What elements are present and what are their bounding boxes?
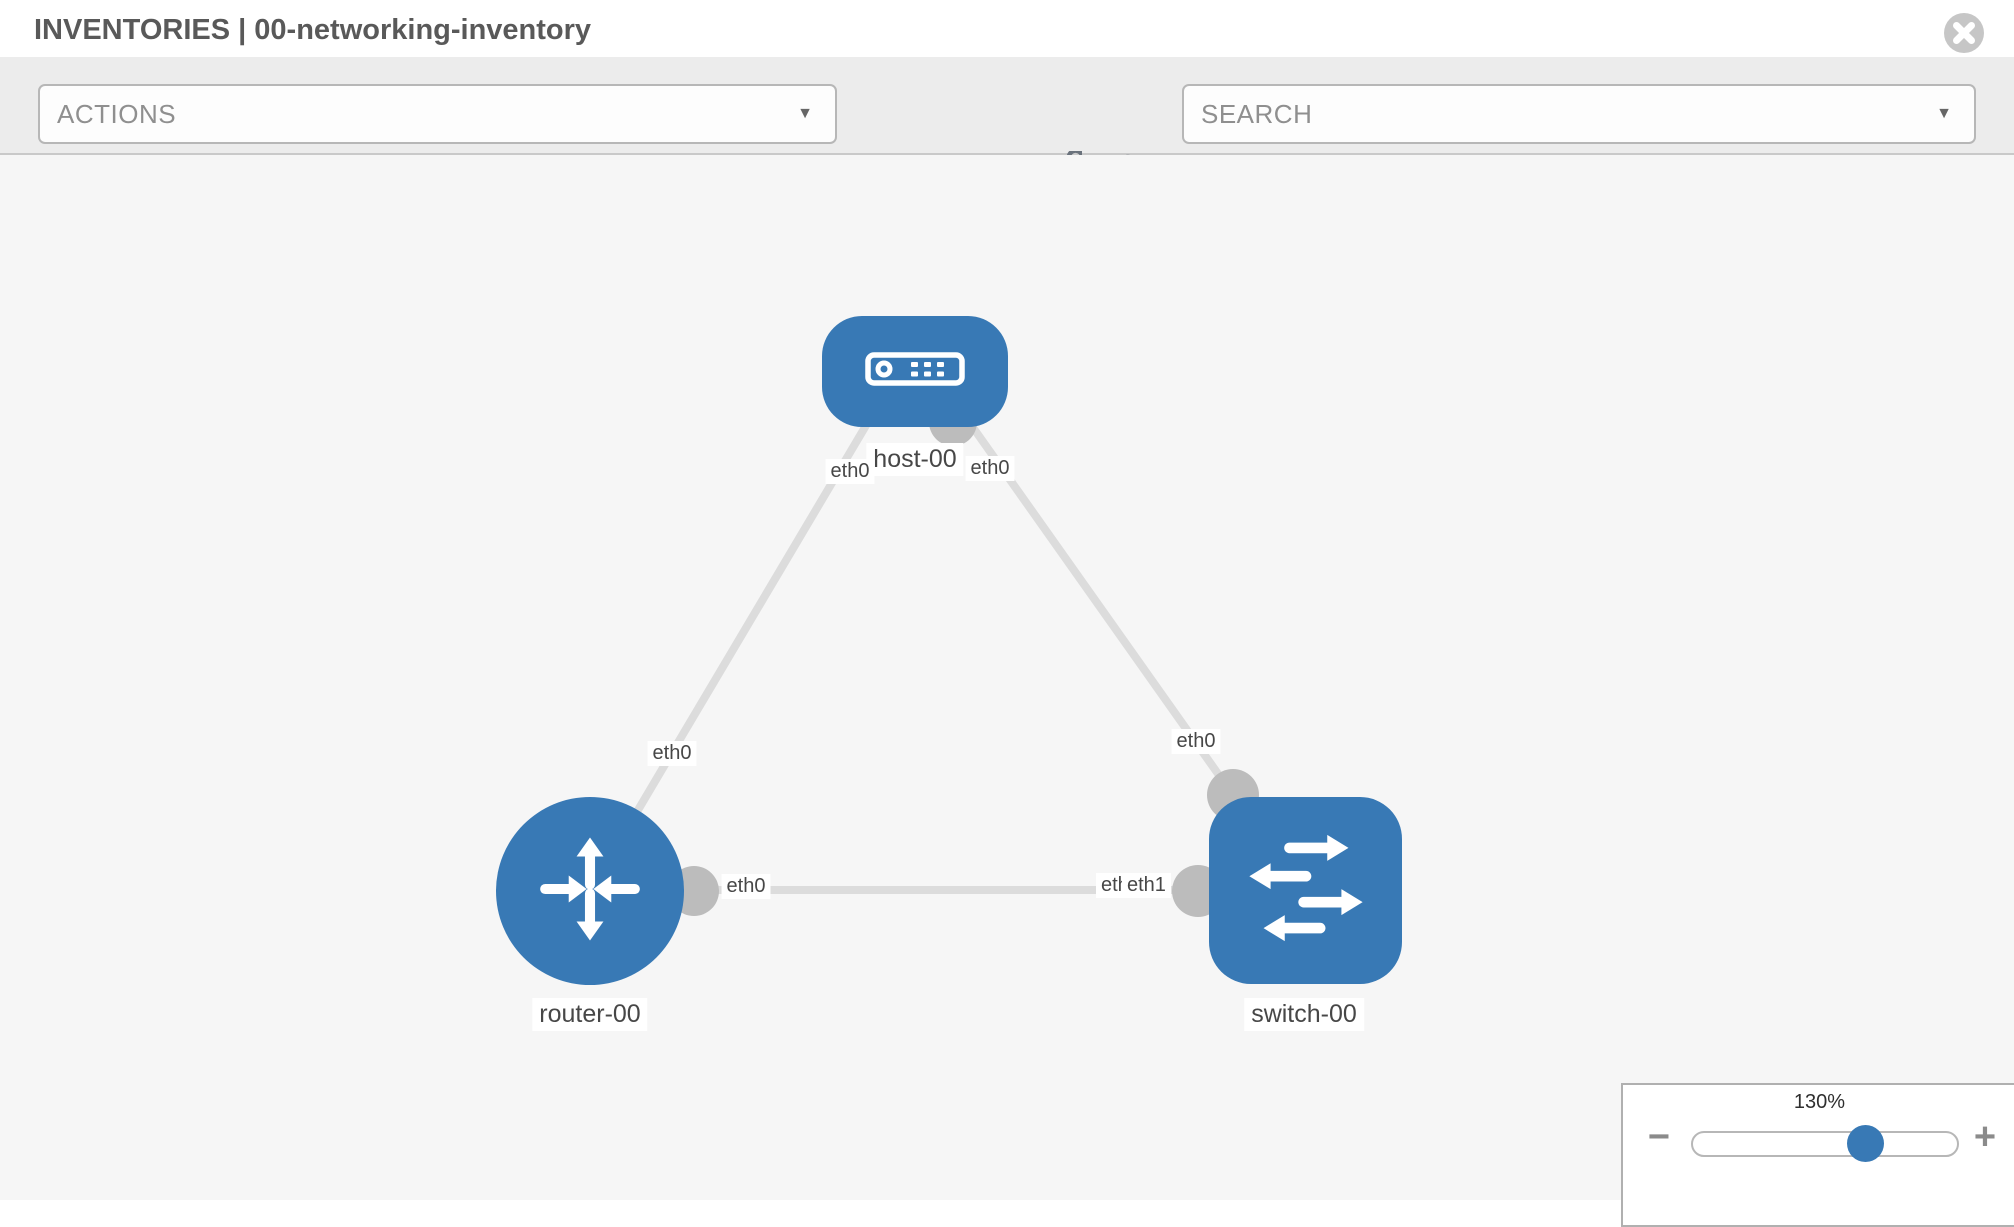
toolbar: ACTIONS ▼ SEARCH ▼ xyxy=(0,57,2014,185)
interface-label-router-eth0-to-switch: eth0 xyxy=(721,874,771,899)
chevron-down-icon: ▼ xyxy=(797,105,813,122)
links-layer xyxy=(586,382,1259,917)
chevron-down-icon: ▼ xyxy=(1936,105,1952,122)
close-button[interactable] xyxy=(1943,12,1985,54)
interface-label-host-eth0-to-router: eth0 xyxy=(825,459,875,484)
node-host-00[interactable] xyxy=(822,316,1008,427)
interface-label-switch-eth0-to-host: eth0 xyxy=(1171,729,1221,754)
close-icon xyxy=(1943,13,1985,57)
node-label-router-00: router-00 xyxy=(532,998,648,1031)
router-icon xyxy=(534,833,646,950)
interface-label-router-eth0-to-host: eth0 xyxy=(647,741,697,766)
node-switch-00[interactable] xyxy=(1209,797,1402,984)
header: INVENTORIES | 00-networking-inventory xyxy=(0,0,2014,57)
zoom-panel: 130% − + xyxy=(1621,1083,2014,1227)
interface-label-switch-eth1-to-router: eth1 xyxy=(1122,873,1171,898)
page-title: INVENTORIES | 00-networking-inventory xyxy=(34,14,592,46)
search-dropdown[interactable]: SEARCH ▼ xyxy=(1182,84,1976,144)
zoom-in-button[interactable]: + xyxy=(1963,1115,2007,1159)
actions-dropdown-label: ACTIONS xyxy=(57,99,177,129)
topology-canvas[interactable]: host-00 router-00 switch-00 eth0 eth0 et… xyxy=(0,155,2014,1227)
switch-icon xyxy=(1247,829,1365,952)
node-label-host-00: host-00 xyxy=(866,443,964,476)
host-icon xyxy=(865,352,965,391)
zoom-slider-thumb[interactable] xyxy=(1847,1125,1884,1162)
zoom-level-label: 130% xyxy=(1793,1091,1846,1113)
node-label-switch-00: switch-00 xyxy=(1244,998,1364,1031)
search-dropdown-label: SEARCH xyxy=(1201,99,1313,129)
zoom-out-button[interactable]: − xyxy=(1637,1115,1681,1159)
actions-dropdown[interactable]: ACTIONS ▼ xyxy=(38,84,837,144)
interface-label-host-eth0-to-switch: eth0 xyxy=(965,456,1015,481)
zoom-slider[interactable] xyxy=(1691,1131,1959,1157)
node-router-00[interactable] xyxy=(496,797,684,985)
